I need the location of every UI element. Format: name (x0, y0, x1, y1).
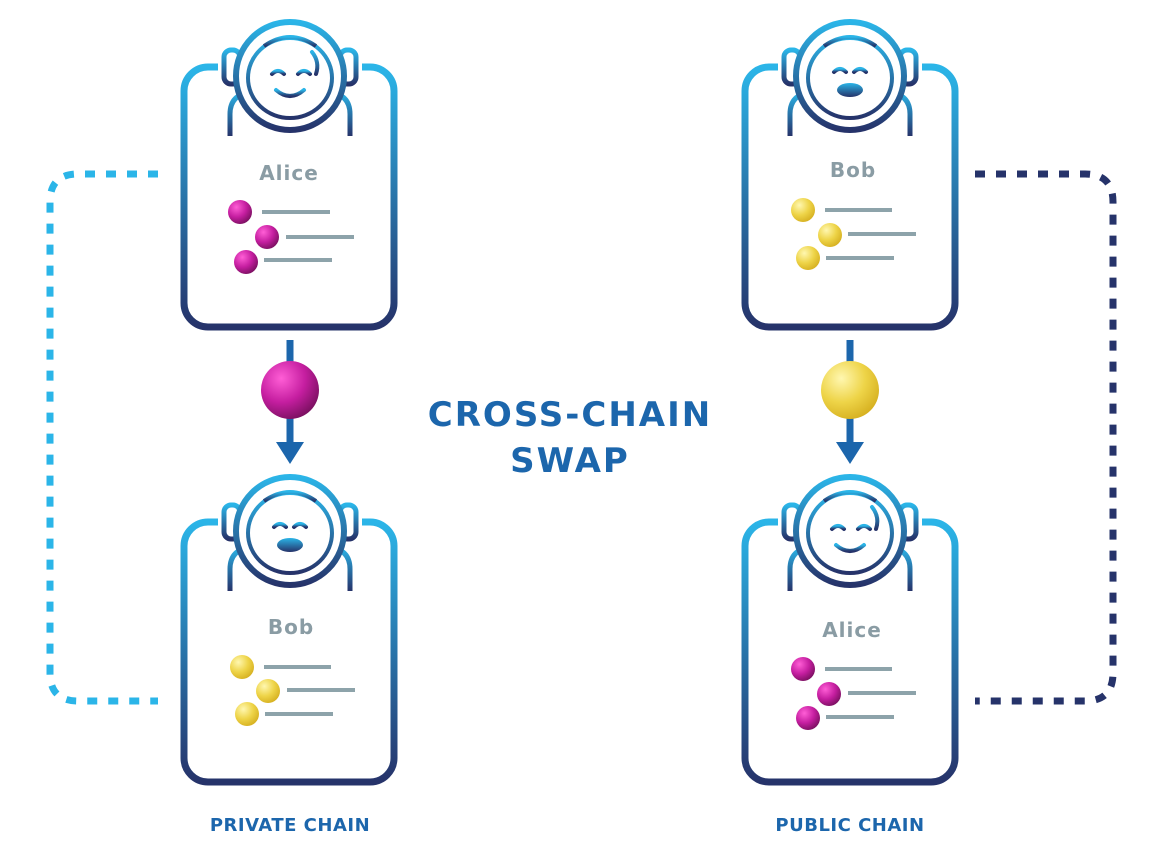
magenta-token (261, 361, 319, 419)
token-list (791, 198, 916, 270)
private-chain-label: PRIVATE CHAIN (209, 815, 371, 836)
smile-face-icon (830, 505, 880, 553)
card-top-right (741, 22, 959, 331)
card-top-left-name: Alice (259, 161, 319, 185)
lips-face-icon (832, 67, 868, 97)
title-line-2: SWAP (510, 441, 630, 481)
title-line-1: CROSS-CHAIN (427, 395, 713, 435)
diagram-title: CROSS-CHAIN SWAP (390, 392, 750, 484)
yellow-token (821, 361, 879, 419)
token-list (230, 655, 355, 726)
lips-face-icon (272, 522, 308, 552)
private-chain-dotted-loop (46, 170, 158, 705)
smile-face-icon (270, 50, 320, 98)
card-bottom-right (741, 477, 959, 786)
card-top-left (180, 22, 398, 331)
token-list (228, 200, 354, 274)
card-bottom-left-name: Bob (267, 615, 315, 639)
card-bottom-right-name: Alice (822, 618, 882, 642)
public-chain-dotted-loop (975, 170, 1117, 705)
public-chain-label: PUBLIC CHAIN (775, 815, 925, 836)
cross-chain-dotted-links (420, 170, 720, 705)
card-top-right-name: Bob (829, 158, 877, 182)
token-list (791, 657, 916, 730)
card-bottom-left (180, 477, 398, 786)
